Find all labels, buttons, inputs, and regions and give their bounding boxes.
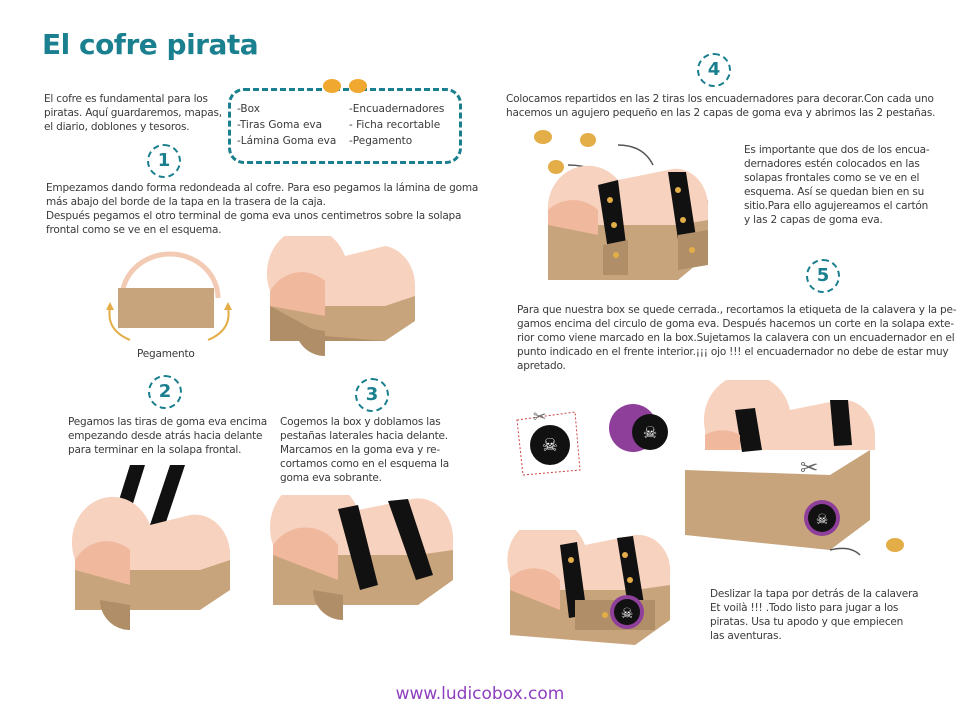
chest-illustration-step1 [266,236,416,356]
scissors-icon: ✂ [800,456,818,481]
skull-cutout-illustration: ☠ ✂ ☠ [516,404,668,476]
skull-icon: ☠ [643,423,657,442]
chest-illustration-step3 [269,495,454,620]
final-text: Deslizar la tapa por detrás de la calave… [710,588,919,642]
step-4-badge: 4 [697,53,731,87]
chest-illustration-open: ☠ ✂ [685,380,904,556]
step-3-badge: 3 [355,378,389,412]
skull-icon: ☠ [542,435,558,456]
material-item: -Box [237,103,260,115]
step-4-text: Colocamos repartidos en las 2 tiras los … [506,93,936,119]
intro-text: El cofre es fundamental para los piratas… [44,93,222,133]
materials-box: -Box -Tiras Goma eva -Lámina Goma eva -E… [228,88,462,164]
material-item: -Lámina Goma eva [237,135,337,147]
skull-icon: ☠ [621,606,634,622]
skull-icon: ☠ [816,512,829,528]
fastener-icon [534,130,596,174]
material-item: -Encuadernadores [349,103,445,115]
page-title: El cofre pirata [42,28,259,61]
step-1-text: Empezamos dando forma redondeada al cofr… [46,182,479,236]
pawprint-icon [323,79,367,93]
step-5-badge: 5 [806,259,840,293]
chest-illustration-step4 [534,130,708,280]
step-1-badge: 1 [147,144,181,178]
material-item: -Tiras Goma eva [237,119,323,131]
step-4-note: Es importante que dos de los encua- dern… [744,144,930,226]
chest-illustration-step2 [71,465,231,630]
step-5-text: Para que nuestra box se quede cerrada., … [517,304,957,372]
fastener-icon [886,538,904,552]
glue-diagram [106,251,232,341]
chest-illustration-final: ☠ [507,530,671,645]
footer-url[interactable]: www.ludicobox.com [395,684,565,704]
material-item: - Ficha recortable [349,119,441,131]
step-2-badge: 2 [148,375,182,409]
glue-label: Pegamento [137,348,195,360]
step-3-text: Cogemos la box y doblamos las pestañas l… [280,416,449,484]
material-item: -Pegamento [349,135,413,147]
scissors-icon: ✂ [533,407,546,426]
step-2-text: Pegamos las tiras de goma eva encima emp… [68,416,267,456]
